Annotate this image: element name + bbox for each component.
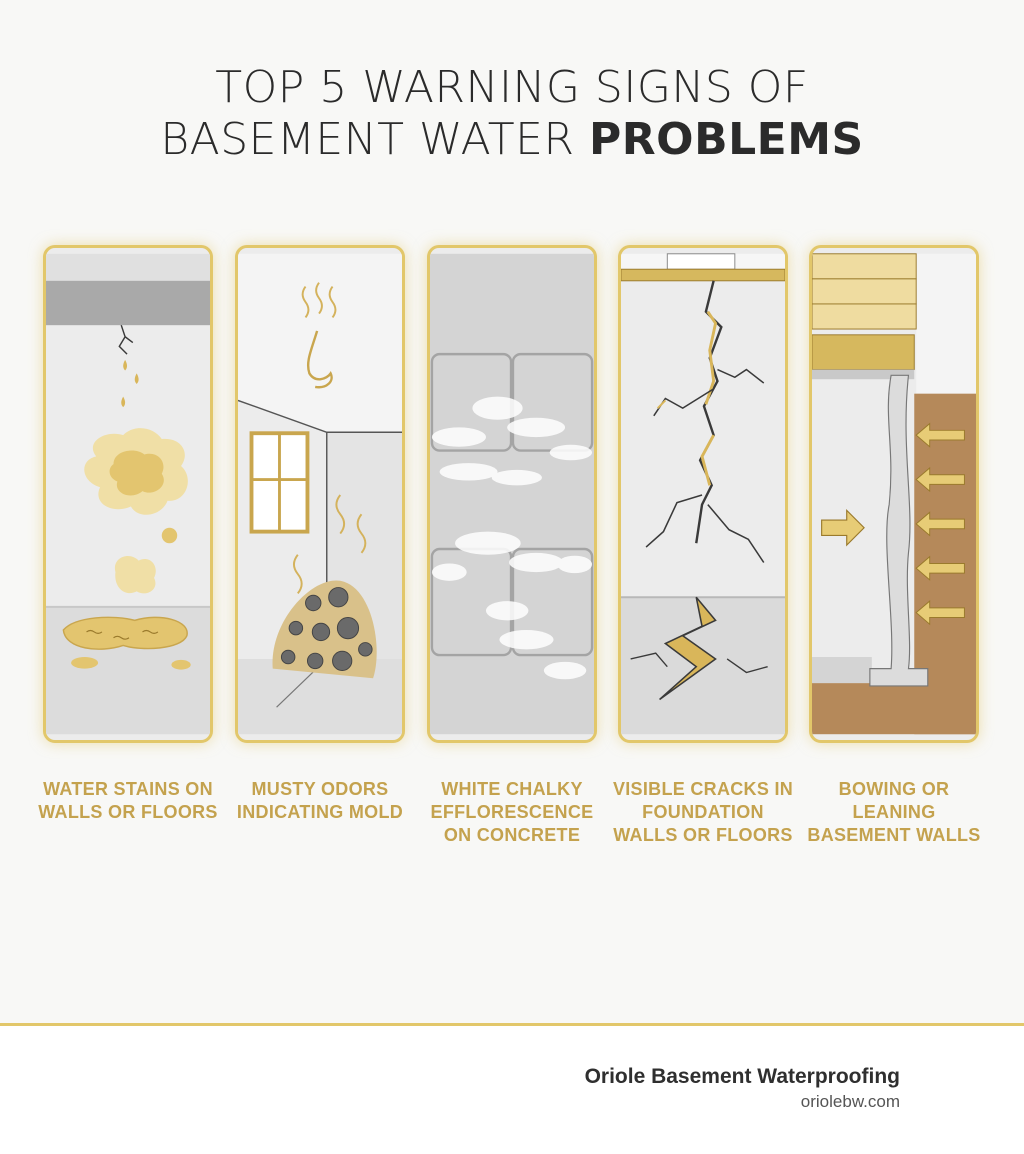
caption-water-stains: WATER STAINS ON WALLS OR FLOORS	[38, 779, 218, 822]
title-line-2-light: BASEMENT WATER	[160, 114, 575, 165]
warning-signs: WATER STAINS ON WALLS OR FLOORS MUSTY OD…	[38, 245, 981, 845]
footer-divider	[0, 1023, 1024, 1026]
caption-cracks: VISIBLE CRACKS IN FOUNDATION WALLS OR FL…	[612, 779, 794, 845]
panel-bowing-walls	[809, 245, 979, 743]
panel-efflorescence	[427, 245, 597, 743]
caption-musty-odors: MUSTY ODORS INDICATING MOLD	[236, 779, 404, 822]
musty-odor-mold-illustration	[238, 253, 402, 735]
title-line-1: TOP 5 WARNING SIGNS OF	[215, 62, 809, 113]
efflorescence-illustration	[430, 253, 594, 735]
water-stain-illustration	[46, 253, 210, 735]
page-title: TOP 5 WARNING SIGNS OF BASEMENT WATER PR…	[0, 62, 1024, 166]
company-name: Oriole Basement Waterproofing	[584, 1065, 900, 1088]
caption-bowing-walls: BOWING OR LEANING BASEMENT WALLS	[807, 779, 981, 845]
panel-water-stains	[43, 245, 213, 743]
caption-efflorescence: WHITE CHALKY EFFLORESCENCE ON CONCRETE	[430, 779, 594, 845]
bowing-wall-illustration	[812, 253, 976, 735]
title-line-2-bold: PROBLEMS	[589, 114, 864, 165]
panel-cracks	[618, 245, 788, 743]
foundation-crack-illustration	[621, 253, 785, 735]
panel-musty-odors	[235, 245, 405, 743]
company-website[interactable]: oriolebw.com	[800, 1092, 900, 1111]
footer	[0, 1026, 1024, 1154]
